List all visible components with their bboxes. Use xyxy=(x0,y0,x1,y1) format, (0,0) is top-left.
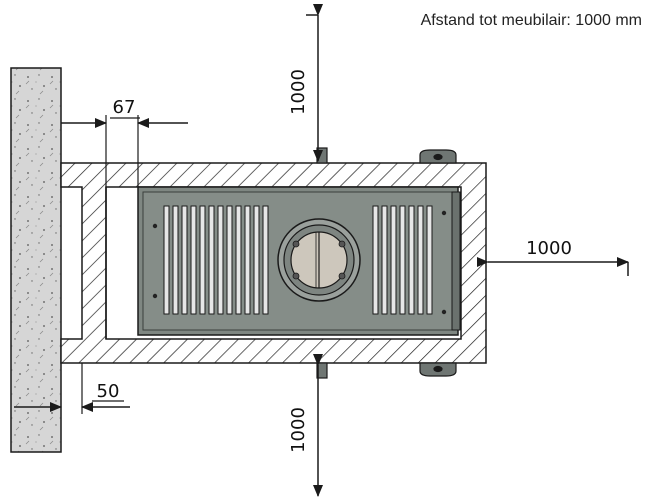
dimension-wall-gap: 67 xyxy=(61,97,188,163)
dimension-wall-offset: 50 xyxy=(14,363,130,414)
dimension-right-label: 1000 xyxy=(526,238,572,259)
dimension-bottom-label: 1000 xyxy=(288,407,309,453)
dimension-bottom: 1000 xyxy=(288,354,323,497)
flue-collar xyxy=(277,218,361,302)
firebox xyxy=(137,186,461,336)
wall xyxy=(10,67,62,453)
left-vent-grille xyxy=(163,205,269,315)
dimension-top-label: 1000 xyxy=(288,69,309,115)
dimension-right: 1000 xyxy=(477,238,629,276)
furniture-distance-note: Afstand tot meubilair: 1000 mm xyxy=(420,12,642,29)
dimension-wall-offset-label: 50 xyxy=(97,381,120,402)
dimension-top: 1000 xyxy=(288,4,323,162)
dimension-wall-gap-label: 67 xyxy=(113,97,136,118)
right-vent-grille xyxy=(372,205,433,315)
